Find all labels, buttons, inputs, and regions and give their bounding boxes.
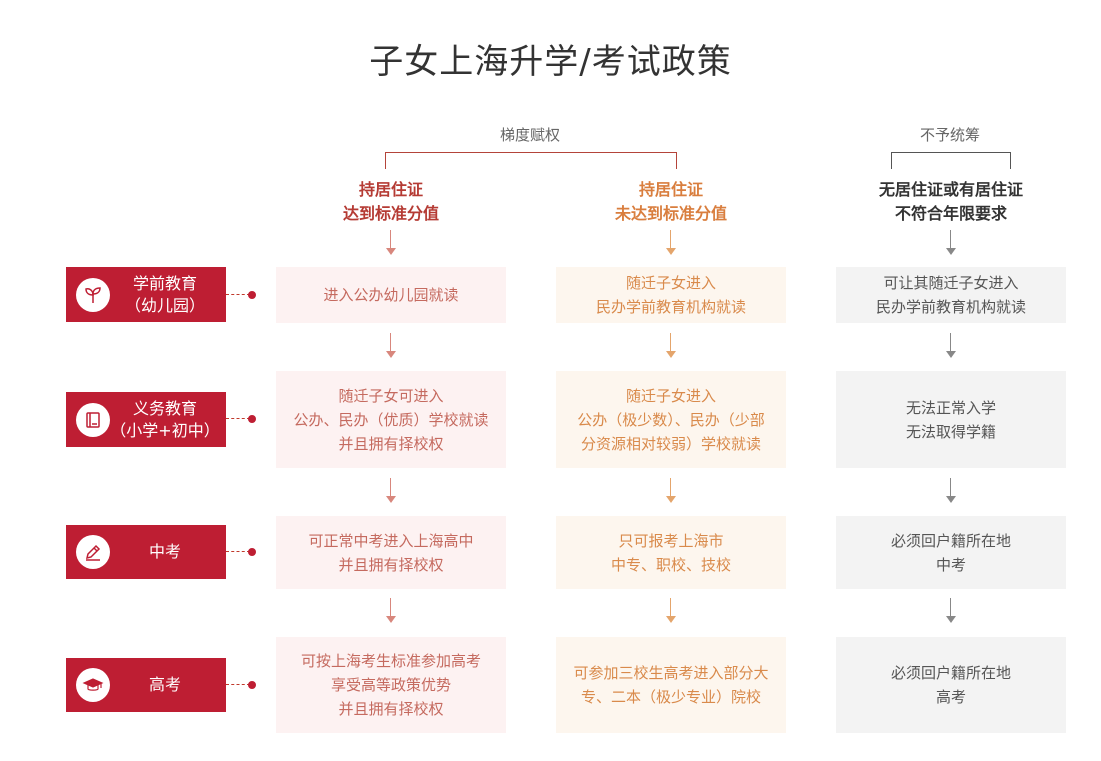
arrow-down: [386, 333, 396, 359]
cell-zhongkao-col1: 可正常中考进入上海高中并且拥有择校权: [276, 516, 506, 589]
cell-gaokao-col2: 可参加三校生高考进入部分大专、二本（极少专业）院校: [556, 637, 786, 733]
cell-compulsory-col3: 无法正常入学无法取得学籍: [836, 371, 1066, 468]
column-header-1: 持居住证 达到标准分值: [276, 178, 506, 226]
stage-compulsory: 义务教育（小学+初中）: [66, 392, 226, 447]
stage-connector: [226, 291, 256, 299]
stage-connector: [226, 548, 256, 556]
cell-gaokao-col3: 必须回户籍所在地高考: [836, 637, 1066, 733]
bracket-gradient: [385, 152, 677, 169]
stage-label: 中考: [148, 542, 181, 561]
arrow-down: [666, 333, 676, 359]
graduation-cap-icon: [76, 668, 110, 702]
cell-gaokao-col1: 可按上海考生标准参加高考享受高等政策优势并且拥有择校权: [276, 637, 506, 733]
arrow-down: [946, 333, 956, 359]
arrow-down: [666, 230, 676, 256]
column-header-1-line1: 持居住证: [358, 180, 423, 199]
stage-preschool: 学前教育（幼儿园）: [66, 267, 226, 322]
cell-preschool-col1: 进入公办幼儿园就读: [276, 267, 506, 323]
arrow-down: [386, 478, 396, 504]
arrow-down: [946, 598, 956, 624]
stage-label: 高考: [148, 675, 181, 694]
column-header-3-line2: 不符合年限要求: [894, 204, 1007, 223]
column-header-2: 持居住证 未达到标准分值: [556, 178, 786, 226]
cell-compulsory-col2: 随迁子女进入公办（极少数）、民办（少部分资源相对较弱）学校就读: [556, 371, 786, 468]
book-icon: [76, 402, 110, 437]
arrow-down: [386, 230, 396, 256]
column-header-2-line1: 持居住证: [638, 180, 703, 199]
stage-connector: [226, 681, 256, 689]
stage-gaokao: 高考: [66, 658, 226, 712]
pencil-icon: [76, 535, 110, 569]
arrow-down: [666, 478, 676, 504]
stage-connector: [226, 415, 256, 423]
cell-zhongkao-col2: 只可报考上海市中专、职校、技校: [556, 516, 786, 589]
column-header-2-line2: 未达到标准分值: [614, 204, 727, 223]
arrow-down: [946, 230, 956, 256]
cell-compulsory-col1: 随迁子女可进入公办、民办（优质）学校就读并且拥有择校权: [276, 371, 506, 468]
column-header-3-line1: 无居住证或有居住证: [878, 180, 1023, 199]
column-header-1-line2: 达到标准分值: [342, 204, 439, 223]
column-header-3: 无居住证或有居住证 不符合年限要求: [836, 178, 1066, 226]
arrow-down: [666, 598, 676, 624]
page-title: 子女上海升学/考试政策: [369, 42, 732, 82]
stage-label: 学前教育（幼儿园）: [124, 273, 205, 315]
group-label-gradient: 梯度赋权: [499, 126, 560, 144]
stage-zhongkao: 中考: [66, 525, 226, 579]
cell-preschool-col2: 随迁子女进入民办学前教育机构就读: [556, 267, 786, 323]
stage-label: 义务教育（小学+初中）: [110, 398, 220, 440]
bracket-no-coordination: [891, 152, 1011, 169]
group-label-no-coordination: 不予统筹: [919, 126, 980, 144]
cell-zhongkao-col3: 必须回户籍所在地中考: [836, 516, 1066, 589]
arrow-down: [386, 598, 396, 624]
cell-preschool-col3: 可让其随迁子女进入民办学前教育机构就读: [836, 267, 1066, 323]
sprout-icon: [76, 277, 110, 312]
arrow-down: [946, 478, 956, 504]
